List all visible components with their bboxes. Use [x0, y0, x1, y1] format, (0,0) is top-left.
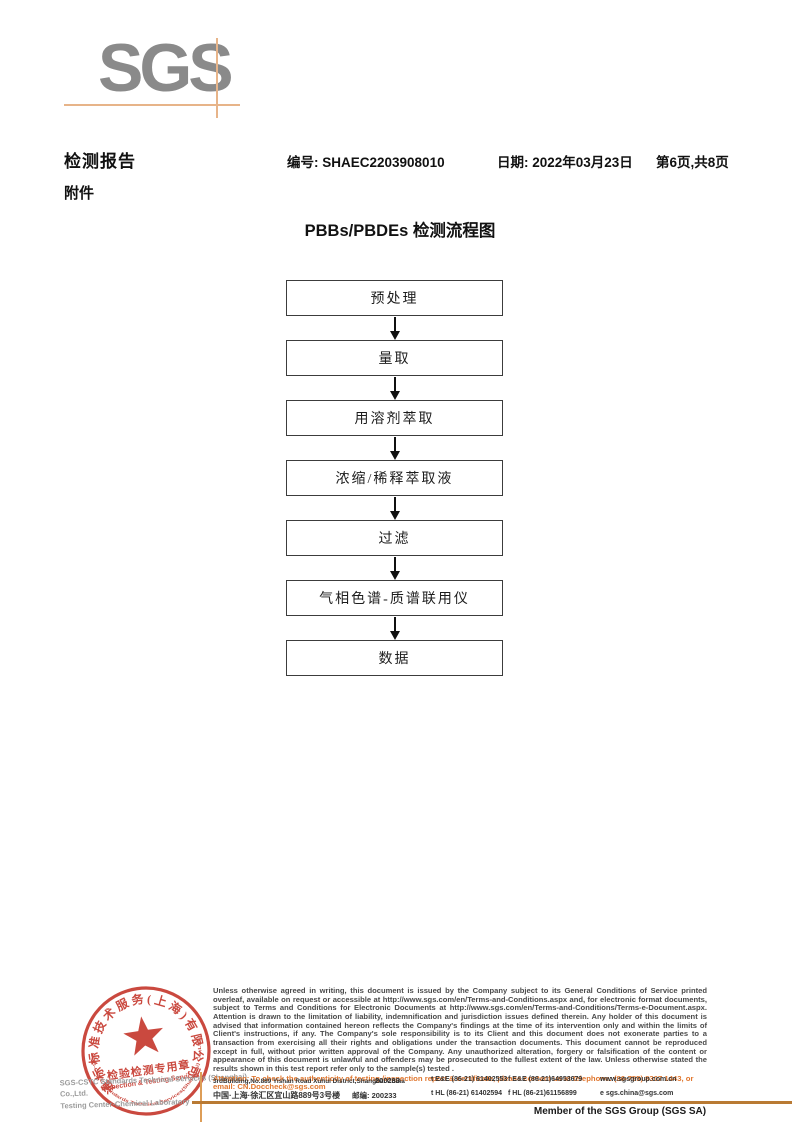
flow-arrow-icon [286, 437, 503, 461]
report-number: 编号: SHAEC2203908010 [287, 155, 445, 170]
flow-step-pretreatment: 预处理 [286, 280, 503, 316]
inspection-seal-stamp-icon: 通标标准技术服务(上海)有限公司 SGS-CSTC Standards Tech… [78, 983, 211, 1116]
attention-notice-text: Attention: To check the authenticity of … [213, 1073, 694, 1092]
flow-step-measure: 量取 [286, 340, 503, 376]
postcode: 200233 [375, 1076, 401, 1085]
address-cn: 中国·上海·徐汇区宜山路889号3号楼 [213, 1091, 341, 1100]
phone-hl: t HL (86-21) 61402594 [431, 1090, 503, 1097]
flowchart-title: PBBs/PBDEs 检测流程图 [304, 222, 496, 240]
fax-hl: f HL (86-21)61156899 [508, 1090, 577, 1097]
flow-arrow-icon [286, 317, 503, 341]
report-date: 日期: 2022年03月23日 [497, 155, 633, 170]
address-en: 3rdBuilding,No.889 Yishan Road Xuhui Dis… [213, 1078, 405, 1085]
address-row-en: 3rdBuilding,No.889 Yishan Road Xuhui Dis… [213, 1075, 798, 1089]
flow-step-gcms: 气相色谱-质谱联用仪 [286, 580, 503, 616]
seal-star-icon [123, 1016, 163, 1056]
legal-block: Unless otherwise agreed in writing, this… [213, 986, 707, 1092]
logo-horizontal-rule [64, 104, 240, 106]
postcode-cn: 邮编: 200233 [352, 1091, 397, 1100]
flow-arrow-icon [286, 557, 503, 581]
fax-ee: f E&E (86-21)64953679 [508, 1076, 583, 1083]
logo-vertical-rule [216, 38, 218, 118]
website-url: www.sgsgroup.com.cn [600, 1076, 677, 1083]
footer-vertical-rule [200, 1072, 202, 1122]
flow-arrow-icon [286, 617, 503, 641]
page-indicator: 第6页,共8页 [656, 155, 729, 170]
page-title: 检测报告 [64, 152, 136, 171]
address-row-cn: 中国·上海·徐汇区宜山路889号3号楼 邮编: 200233 t HL (86-… [213, 1089, 798, 1103]
flow-arrow-icon [286, 497, 503, 521]
footer-horizontal-rule [192, 1101, 792, 1104]
address-block: 3rdBuilding,No.889 Yishan Road Xuhui Dis… [213, 1075, 798, 1103]
sgs-logo: SGS [98, 30, 234, 106]
phone-ee: t E&E (86-21) 61402553 [431, 1076, 508, 1083]
flow-step-data: 数据 [286, 640, 503, 676]
flow-step-concentrate-dilute: 浓缩/稀释萃取液 [286, 460, 503, 496]
email-address: e sgs.china@sgs.com [600, 1090, 674, 1097]
flow-step-solvent-extraction: 用溶剂萃取 [286, 400, 503, 436]
flow-arrow-icon [286, 377, 503, 401]
sgs-member-text: Member of the SGS Group (SGS SA) [533, 1106, 707, 1117]
attachment-label: 附件 [64, 185, 95, 202]
legal-disclaimer-text: Unless otherwise agreed in writing, this… [213, 986, 707, 1073]
flow-step-filter: 过滤 [286, 520, 503, 556]
